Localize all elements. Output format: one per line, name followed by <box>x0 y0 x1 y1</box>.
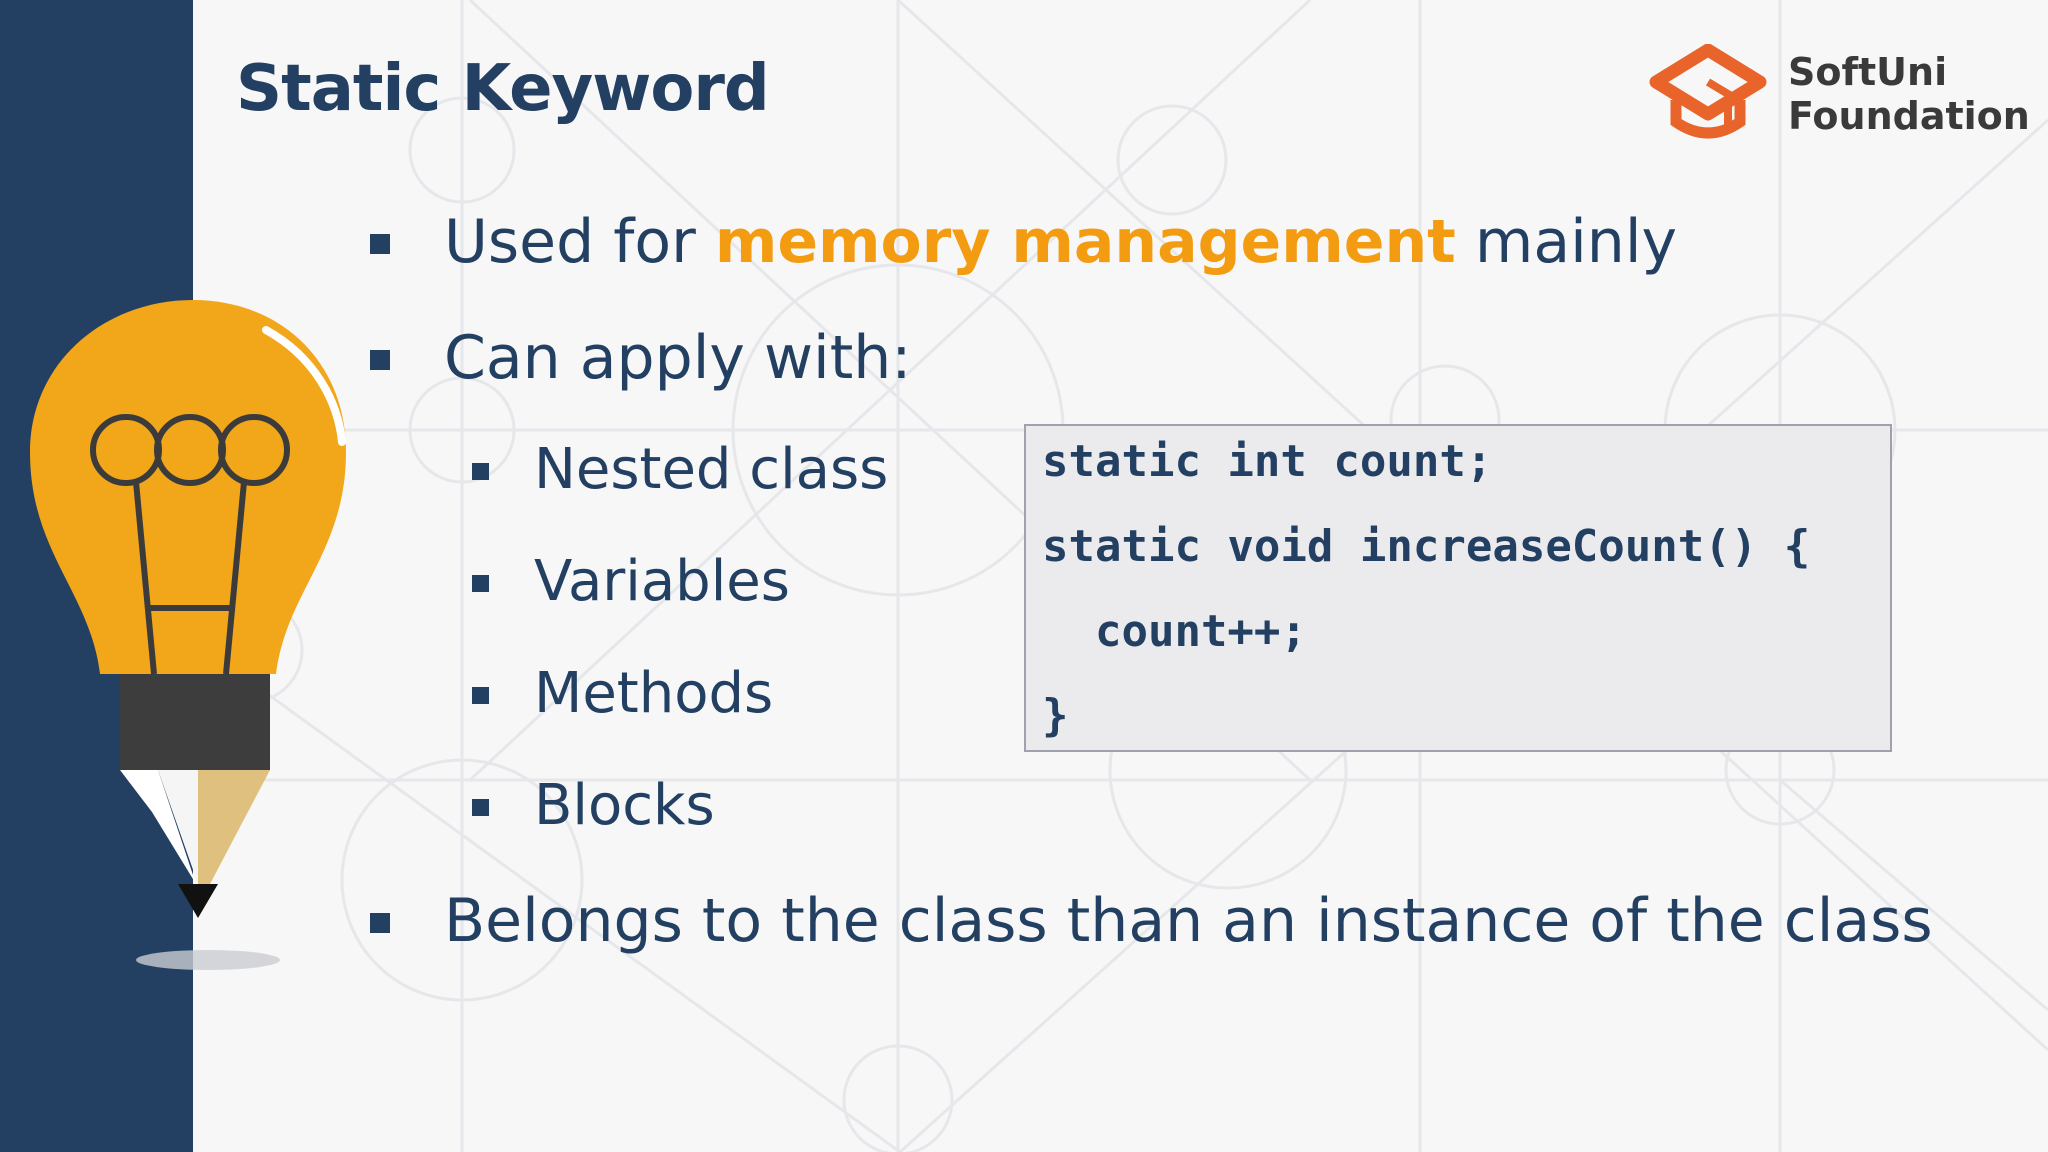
slide-title: Static Keyword <box>236 52 770 126</box>
bullet-square-icon <box>472 463 489 480</box>
code-snippet-box: static int count; static void increaseCo… <box>1024 424 1892 752</box>
sub-bullet-text: Nested class <box>534 437 889 502</box>
sub-bullet-text: Variables <box>534 549 790 614</box>
code-line: static void increaseCount() { <box>1042 521 1811 572</box>
bullet-text: Used for <box>444 207 715 277</box>
bullet-text-end: mainly <box>1455 207 1678 277</box>
code-line: } <box>1042 690 1069 741</box>
bullet-square-icon <box>370 350 390 370</box>
bullet-text: Can apply with: <box>444 323 912 393</box>
sub-bullet-text: Blocks <box>534 773 715 838</box>
logo-line-2: Foundation <box>1788 94 2030 138</box>
bullet-square-icon <box>370 234 390 254</box>
bullet-square-icon <box>472 575 489 592</box>
bullet-square-icon <box>472 687 489 704</box>
logo-line-1: SoftUni <box>1788 50 1948 94</box>
bullet-text: Belongs to the class than an instance of… <box>444 886 1933 956</box>
sub-bullet-text: Methods <box>534 661 774 726</box>
code-line: count++; <box>1042 606 1307 657</box>
bullet-square-icon <box>472 799 489 816</box>
lightbulb-pencil-icon <box>30 300 346 970</box>
graduation-cap-logo-icon <box>1649 44 1767 139</box>
code-line: static int count; <box>1042 436 1493 487</box>
bullet-square-icon <box>370 913 390 933</box>
softuni-foundation-logo: SoftUni Foundation <box>1648 44 2030 144</box>
bullet-highlight: memory management <box>714 207 1456 277</box>
